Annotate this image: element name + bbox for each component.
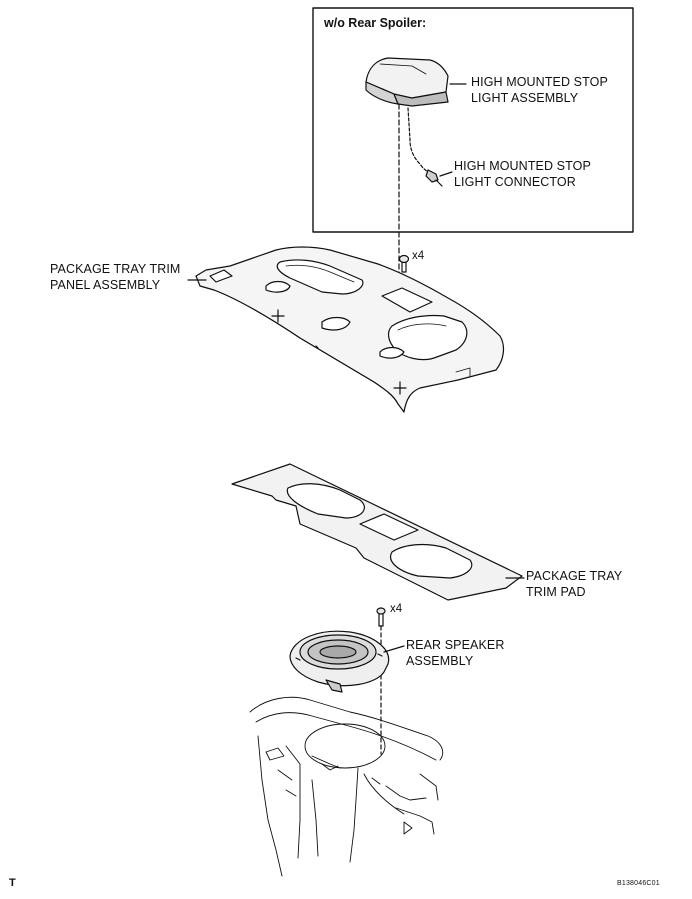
label-trim-panel: PACKAGE TRAY TRIM PANEL ASSEMBLY <box>50 261 180 293</box>
label-line: HIGH MOUNTED STOP <box>471 75 608 89</box>
label-line: LIGHT ASSEMBLY <box>471 91 579 105</box>
rear-body-structure <box>249 696 444 877</box>
label-line: PACKAGE TRAY TRIM <box>50 262 181 276</box>
label-stop-light-assembly: HIGH MOUNTED STOP LIGHT ASSEMBLY <box>471 74 608 106</box>
label-stop-light-connector: HIGH MOUNTED STOP LIGHT CONNECTOR <box>454 158 591 190</box>
label-line: PANEL ASSEMBLY <box>50 278 161 292</box>
rear-speaker-assembly <box>289 630 390 693</box>
inset-title: w/o Rear Spoiler: <box>324 16 427 30</box>
label-trim-pad: PACKAGE TRAY TRIM PAD <box>526 568 622 600</box>
label-line: ASSEMBLY <box>406 654 474 668</box>
label-line: HIGH MOUNTED STOP <box>454 159 591 173</box>
quantity-panel-clips: x4 <box>412 250 425 262</box>
corner-mark: T <box>9 877 16 889</box>
quantity-speaker-screws: x4 <box>390 603 403 615</box>
leader-connector <box>439 171 453 177</box>
label-line: TRIM PAD <box>526 585 586 599</box>
stop-light-connector <box>407 107 443 187</box>
package-tray-trim-pad <box>231 463 523 601</box>
inset-frame <box>312 7 634 233</box>
label-line: LIGHT CONNECTOR <box>454 175 576 189</box>
speaker-screw-icon <box>376 607 386 627</box>
label-line: REAR SPEAKER <box>406 638 505 652</box>
panel-clip-icon <box>398 254 410 273</box>
stop-light-assembly <box>365 57 449 107</box>
package-tray-trim-panel <box>195 246 505 413</box>
figure-code: B138046C01 <box>617 880 660 887</box>
label-line: PACKAGE TRAY <box>526 569 623 583</box>
leader-speaker <box>383 645 405 653</box>
label-speaker: REAR SPEAKER ASSEMBLY <box>406 637 504 669</box>
